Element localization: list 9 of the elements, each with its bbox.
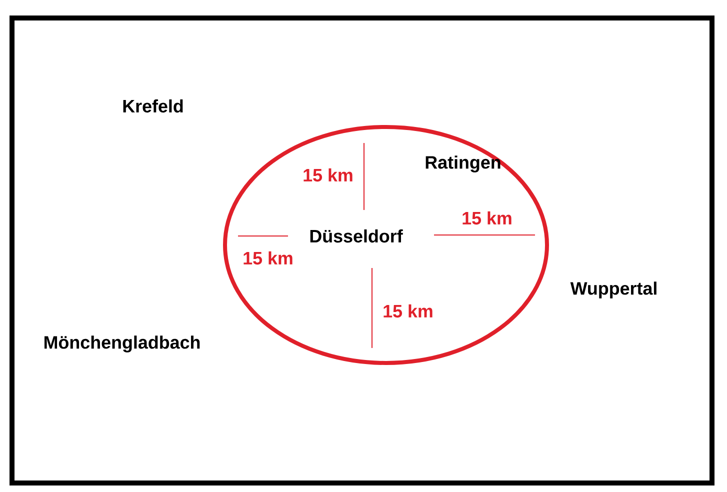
city-label: Krefeld [123,99,183,113]
distance-label: 15 km [304,168,352,182]
city-label: Ratingen [426,156,500,172]
distance-label: 15 km [462,211,512,225]
city-label: Düsseldorf [310,229,403,243]
distance-label: 15 km [244,251,292,265]
distance-label: 15 km [384,304,432,318]
city-label: Mönchengladbach [44,336,200,352]
city-label: Wuppertal [570,282,656,298]
